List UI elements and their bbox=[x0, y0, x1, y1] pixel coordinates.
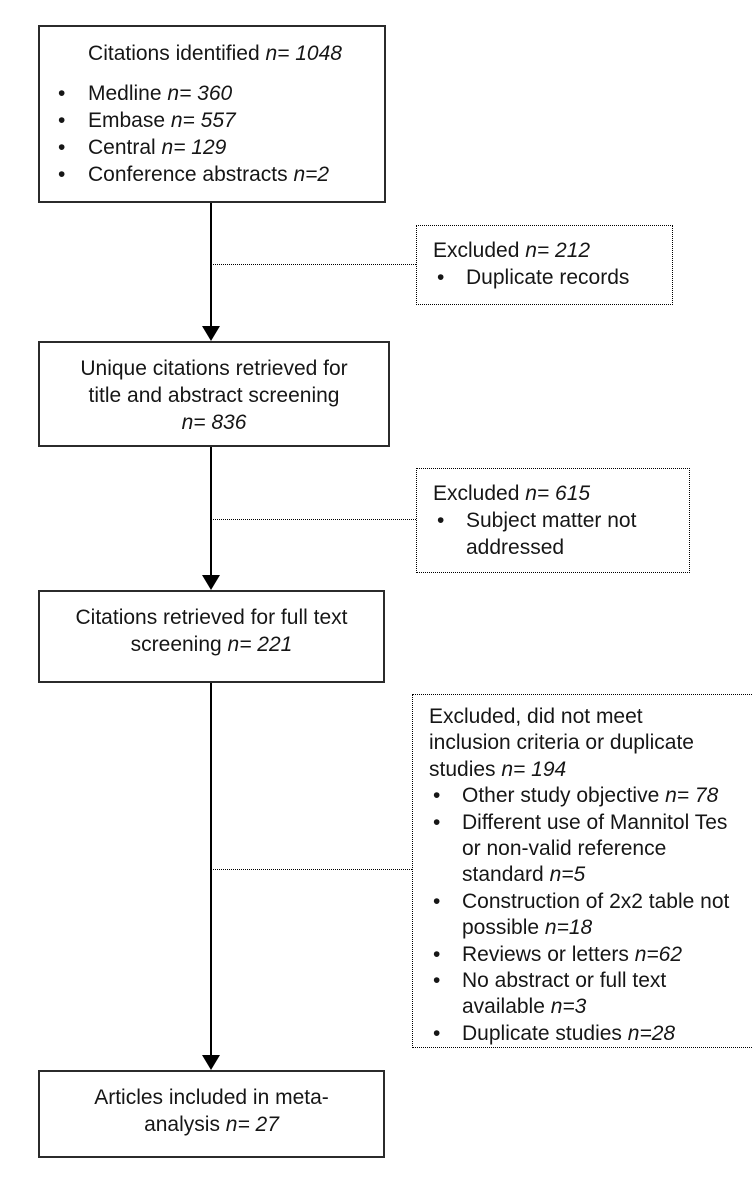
dotted-connector-3 bbox=[211, 869, 412, 870]
dotted-connector-2 bbox=[211, 519, 416, 520]
bullet-icon: • bbox=[433, 810, 441, 834]
dotted-connector-1 bbox=[211, 264, 416, 265]
bullet-icon: • bbox=[433, 784, 441, 808]
bullet-icon: • bbox=[433, 1021, 441, 1045]
bullet-item: • Medline n= 360 bbox=[58, 80, 372, 107]
bullet-text: Reviews or letters n=62 bbox=[462, 942, 683, 966]
arrowhead-down-1 bbox=[202, 326, 220, 341]
bullet-item: • Duplicate studies n=28 bbox=[429, 1021, 753, 1047]
bullet-icon: • bbox=[437, 266, 445, 289]
bullet-item: • Reviews or letters n=62 bbox=[429, 942, 753, 968]
bullet-list: • Duplicate records bbox=[433, 264, 664, 291]
bullet-icon: • bbox=[58, 136, 66, 159]
bullet-item: • Other study objective n= 78 bbox=[429, 783, 753, 809]
bullet-icon: • bbox=[58, 109, 66, 132]
arrow-line-2 bbox=[210, 447, 212, 576]
bullet-icon: • bbox=[433, 942, 441, 966]
bullet-icon: • bbox=[437, 509, 445, 532]
bullet-item: • Duplicate records bbox=[433, 264, 664, 291]
bullet-text: Duplicate records bbox=[466, 266, 630, 289]
bullet-item: • Central n= 129 bbox=[58, 134, 372, 161]
bullet-text: Medline n= 360 bbox=[88, 82, 233, 105]
bullet-icon: • bbox=[58, 163, 66, 186]
bullet-icon: • bbox=[58, 82, 66, 105]
bullet-item: • Embase n= 557 bbox=[58, 107, 372, 134]
box-title: Excluded n= 615 bbox=[433, 482, 591, 505]
arrowhead-down-3 bbox=[202, 1055, 220, 1070]
flow-box-excluded-duplicates: Excluded n= 212 • Duplicate records bbox=[416, 225, 673, 305]
arrow-line-1 bbox=[210, 203, 212, 327]
bullet-text: Duplicate studies n=28 bbox=[462, 1021, 676, 1045]
bullet-text: Embase n= 557 bbox=[88, 109, 236, 132]
bullet-text: Other study objective n= 78 bbox=[462, 784, 719, 808]
bullet-icon: • bbox=[433, 969, 441, 993]
bullet-text: Conference abstracts n=2 bbox=[88, 163, 330, 186]
box-title: Citations identified n= 1048 bbox=[88, 42, 342, 65]
bullet-icon: • bbox=[433, 889, 441, 913]
arrowhead-down-2 bbox=[202, 575, 220, 590]
box-title: Articles included in meta-analysis n= 27 bbox=[94, 1086, 329, 1136]
bullet-list: • Other study objective n= 78 • Different u… bbox=[429, 783, 753, 1047]
box-title: Excluded n= 212 bbox=[433, 239, 591, 262]
bullet-text: Central n= 129 bbox=[88, 136, 227, 159]
bullet-item: • Conference abstracts n=2 bbox=[58, 161, 372, 188]
flow-box-citations-identified: Citations identified n= 1048 • Medline n=… bbox=[38, 25, 386, 203]
bullet-list: • Medline n= 360 • Embase n= 557 • Central n=… bbox=[58, 80, 372, 188]
flow-box-included-meta-analysis: Articles included in meta-analysis n= 27 bbox=[38, 1070, 385, 1158]
